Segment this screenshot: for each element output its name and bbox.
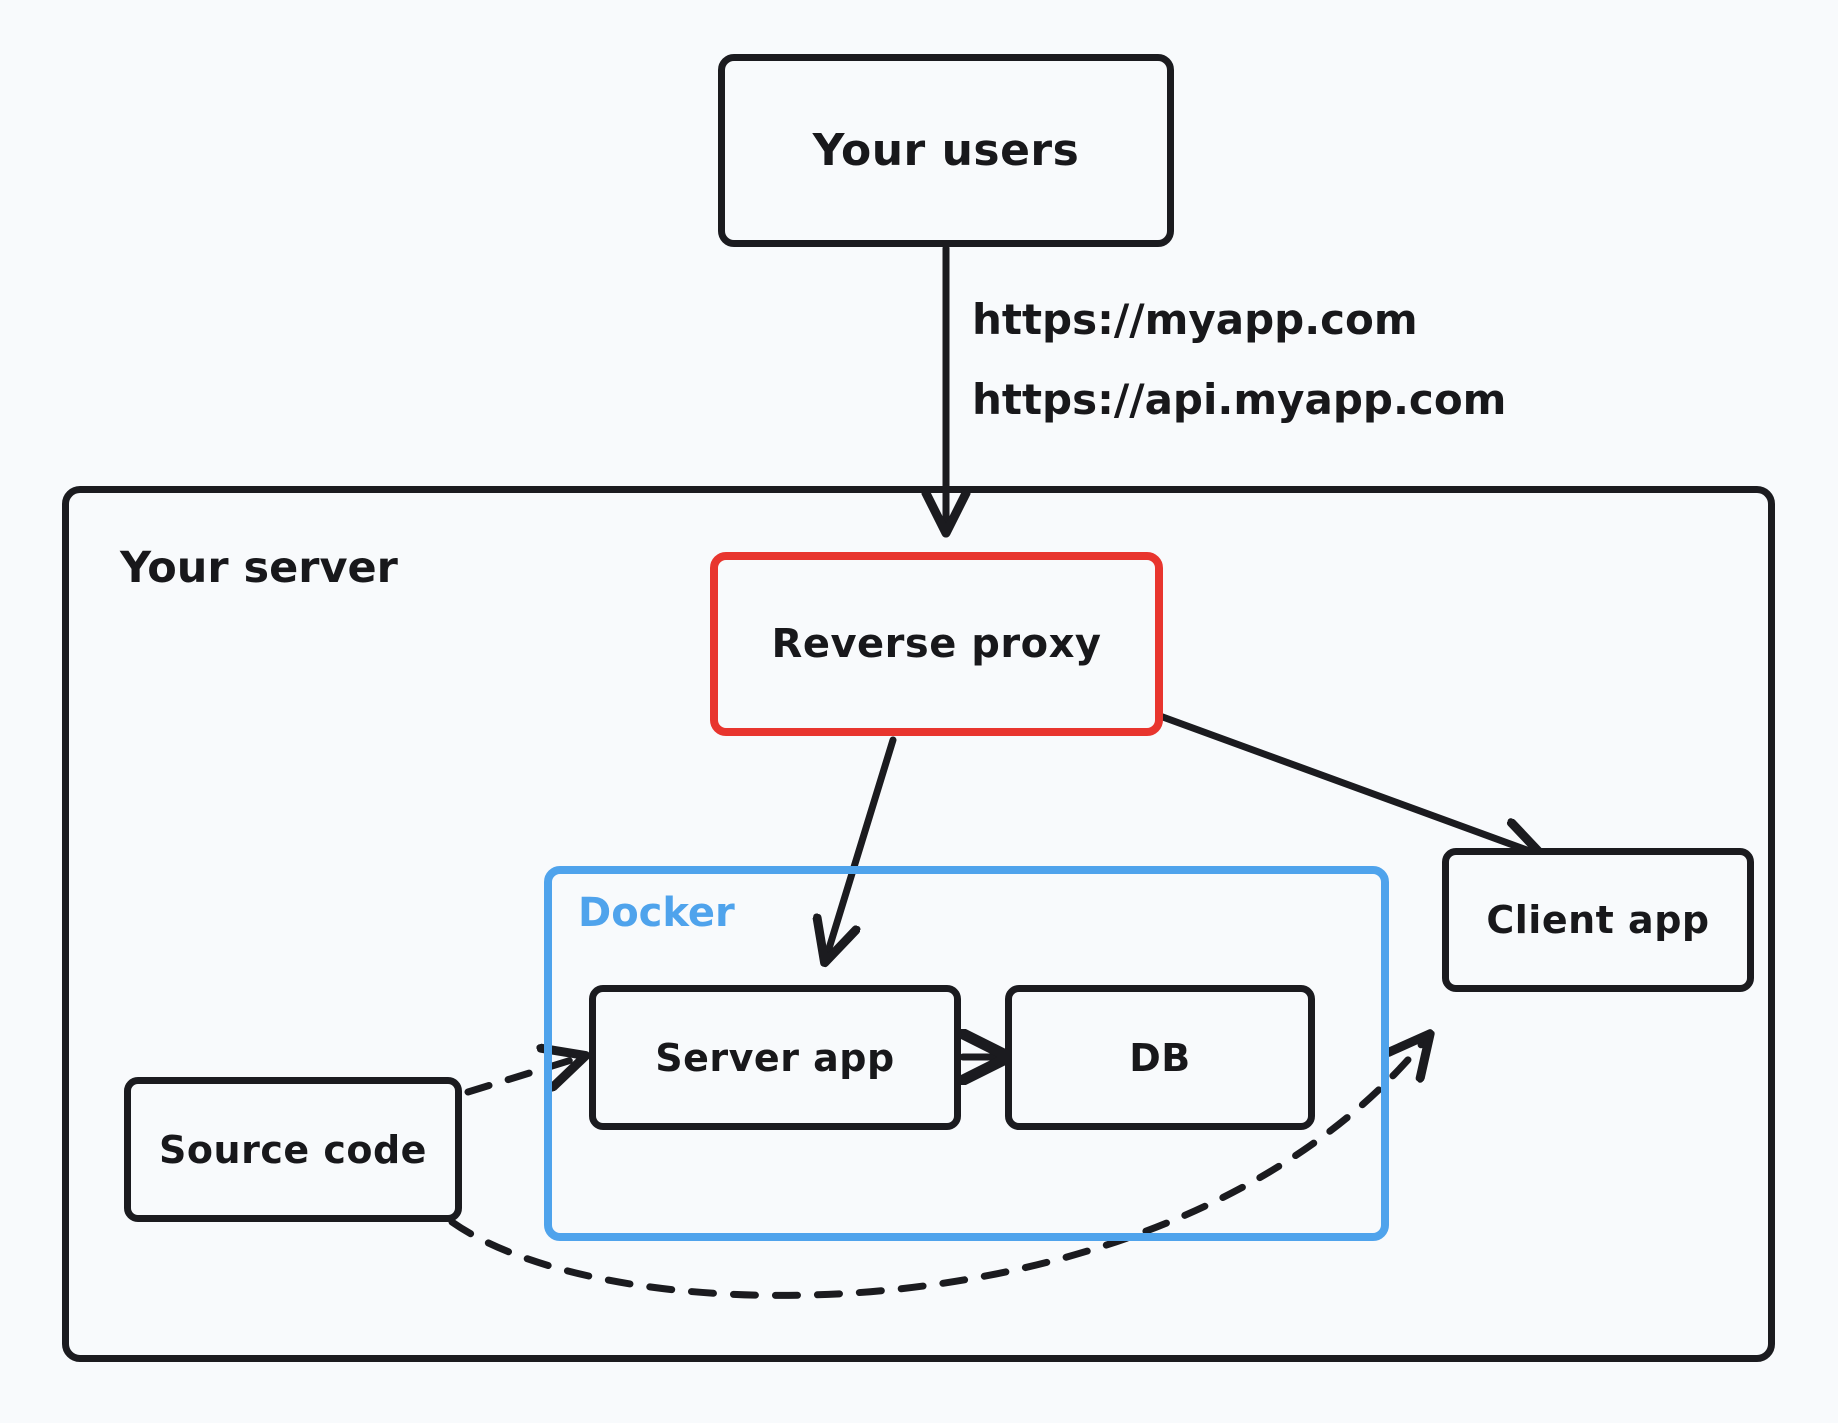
server-container xyxy=(62,486,1775,1362)
node-source-code-label: Source code xyxy=(159,1127,427,1172)
node-reverse-proxy[interactable]: Reverse proxy xyxy=(710,552,1163,736)
node-db[interactable]: DB xyxy=(1005,985,1315,1130)
node-your-users-label: Your users xyxy=(812,125,1080,176)
node-db-label: DB xyxy=(1129,1035,1191,1080)
node-reverse-proxy-label: Reverse proxy xyxy=(771,621,1102,667)
edge-label-api-url: https://api.myapp.com xyxy=(972,375,1507,424)
server-container-label: Your server xyxy=(120,543,398,593)
node-server-app[interactable]: Server app xyxy=(589,985,961,1130)
node-your-users[interactable]: Your users xyxy=(718,54,1174,247)
node-client-app-label: Client app xyxy=(1486,898,1710,942)
node-source-code[interactable]: Source code xyxy=(124,1077,462,1222)
node-client-app[interactable]: Client app xyxy=(1442,848,1754,992)
edge-label-app-url: https://myapp.com xyxy=(972,295,1418,344)
docker-container-label: Docker xyxy=(578,890,735,936)
node-server-app-label: Server app xyxy=(655,1035,895,1080)
